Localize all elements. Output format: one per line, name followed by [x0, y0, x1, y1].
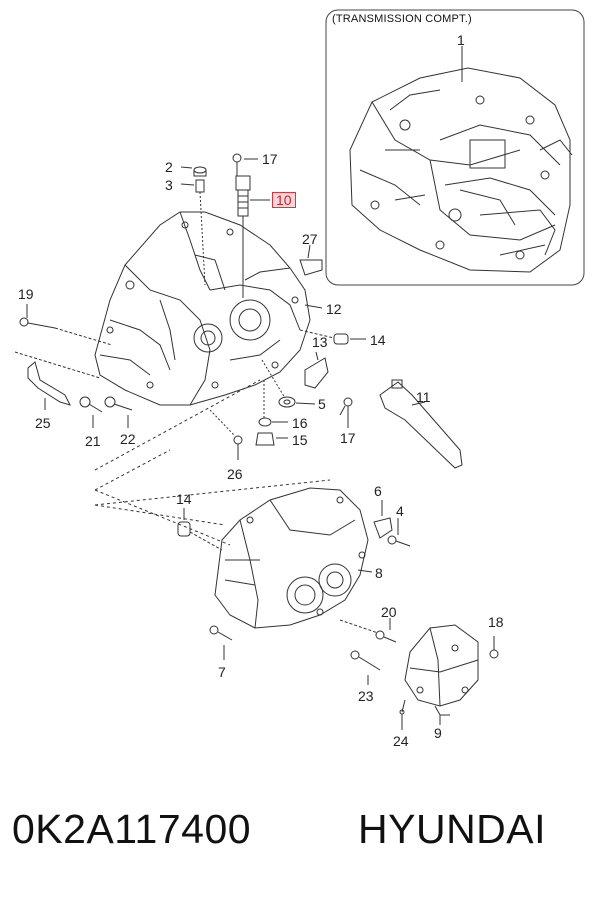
callout-5: 5	[318, 396, 326, 412]
callout-10-highlighted: 10	[272, 192, 296, 208]
bolt-17-right-drawing	[339, 397, 353, 428]
callout-17-top: 17	[262, 151, 278, 167]
bolt-20-drawing	[339, 618, 397, 643]
speed-sensor-drawing	[235, 175, 270, 298]
callout-7: 7	[218, 664, 226, 680]
callout-9: 9	[434, 725, 442, 741]
diagram-drawing	[14, 9, 585, 730]
bracket-25-drawing	[27, 361, 71, 410]
callout-17-right: 17	[340, 430, 356, 446]
bolt-7-drawing	[209, 625, 233, 660]
callout-26: 26	[227, 466, 243, 482]
bolt-23-drawing	[350, 650, 381, 685]
callout-22: 22	[120, 431, 136, 447]
exploded-parts-diagram: (TRANSMISSION COMPT.) 1 2 3 17 10 27 19 …	[14, 9, 585, 749]
part-caption: 0K2A117400 HYUNDAI	[0, 806, 600, 876]
pin-2-3-drawing	[180, 166, 207, 286]
plug-15-drawing	[255, 380, 288, 446]
bolt-22-drawing	[104, 396, 133, 428]
callout-14-lower: 14	[176, 491, 192, 507]
callout-25: 25	[35, 415, 51, 431]
bracket-27-drawing	[244, 244, 323, 281]
shift-lever-11-drawing	[379, 379, 463, 469]
pin-14-lower-drawing	[177, 508, 223, 551]
inset-title: (TRANSMISSION COMPT.)	[332, 13, 472, 25]
callout-4: 4	[396, 503, 404, 519]
bolt-4-drawing	[387, 518, 411, 547]
inset-frame	[325, 9, 585, 286]
washer-5-drawing	[261, 359, 316, 408]
callout-11: 11	[416, 389, 431, 405]
callout-6: 6	[374, 483, 382, 499]
callout-27: 27	[302, 231, 318, 247]
callout-12: 12	[326, 301, 342, 317]
seal-16-drawing	[258, 417, 288, 427]
part-number: 0K2A117400	[12, 806, 252, 852]
callout-23: 23	[358, 688, 374, 704]
callout-3: 3	[165, 177, 173, 193]
callout-15: 15	[292, 432, 308, 448]
bolt-17-drawing	[232, 153, 258, 176]
callout-1: 1	[457, 32, 465, 48]
bolt-19-drawing	[19, 304, 113, 346]
callout-18: 18	[488, 614, 504, 630]
callout-20: 20	[381, 604, 397, 620]
bolt-18-drawing	[489, 636, 499, 659]
brand-name: HYUNDAI	[358, 806, 547, 852]
pin-14-right-drawing	[299, 329, 366, 345]
cover-9-drawing	[404, 624, 479, 725]
callout-8: 8	[375, 565, 383, 581]
bolt-21-drawing	[79, 396, 103, 428]
bolt-26-drawing	[209, 409, 243, 460]
transmission-case-drawing	[94, 211, 311, 406]
clutch-housing-8-drawing	[214, 487, 373, 629]
callout-13: 13	[312, 334, 328, 350]
callout-24: 24	[393, 733, 409, 749]
callout-16: 16	[292, 415, 308, 431]
callout-19: 19	[18, 286, 34, 302]
callout-2: 2	[165, 159, 173, 175]
bracket-13-drawing	[304, 351, 329, 389]
callout-21: 21	[85, 433, 101, 449]
transmission-assembly-drawing	[349, 67, 573, 273]
pin-24-drawing	[399, 699, 406, 730]
bracket-6-drawing	[373, 500, 393, 539]
callout-14-right: 14	[370, 332, 386, 348]
